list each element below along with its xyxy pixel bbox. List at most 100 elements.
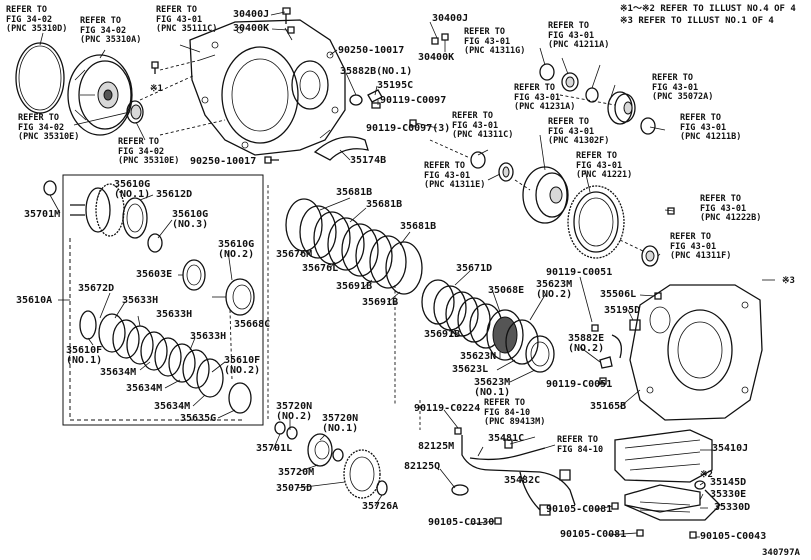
part-90119-C0051-a[interactable]: 90119-C0051: [546, 267, 613, 278]
transaxle-case: [629, 284, 763, 421]
part-35610A[interactable]: 35610A: [16, 295, 53, 306]
part-35481C[interactable]: 35481C: [488, 433, 525, 444]
ref-fig34-02-35310D[interactable]: REFER TO FIG 34-02 (PNC 35310D): [6, 5, 68, 34]
part-35330E[interactable]: 35330E: [710, 489, 747, 500]
ref-fig34-02-35310E-a[interactable]: REFER TO FIG 34-02 (PNC 35310E): [18, 113, 80, 142]
part-82125M[interactable]: 82125M: [418, 441, 455, 452]
part-35330D[interactable]: 35330D: [714, 502, 751, 513]
part-35410J[interactable]: 35410J: [712, 443, 749, 454]
sensor-parts-right: [591, 292, 662, 385]
part-35068E[interactable]: 35068E: [488, 285, 525, 296]
ref-fig43-01-41221[interactable]: REFER TO FIG 43-01 (PNC 41221): [576, 151, 633, 180]
part-35174B[interactable]: 35174B: [350, 155, 387, 166]
ref-fig43-01-41211A[interactable]: REFER TO FIG 43-01 (PNC 41211A): [548, 21, 610, 50]
part-35882B-no1[interactable]: 35882B(NO.1): [340, 66, 413, 77]
part-90105-C0043[interactable]: 90105-C0043: [700, 531, 767, 542]
part-35195C[interactable]: 35195C: [377, 80, 414, 91]
part-35668C[interactable]: 35668C: [234, 319, 271, 330]
part-35691B-a[interactable]: 35691B: [336, 281, 373, 292]
part-30400J-top[interactable]: 30400J: [233, 9, 270, 20]
part-35634M-b[interactable]: 35634M: [126, 383, 163, 394]
part-35633H-c[interactable]: 35633H: [190, 331, 227, 342]
ref-fig43-01-41311F[interactable]: REFER TO FIG 43-01 (PNC 41311F): [670, 232, 732, 261]
part-90119-C0224[interactable]: 90119-C0224: [414, 403, 481, 414]
ref-fig43-01-41231A[interactable]: REFER TO FIG 43-01 (PNC 41231A): [514, 83, 576, 112]
ref-fig43-01-35072A[interactable]: REFER TO FIG 43-01 (PNC 35072A): [652, 73, 714, 102]
snap-ring-large: [15, 42, 65, 114]
part-35633H-a[interactable]: 35633H: [122, 295, 159, 306]
piston-35612D: [122, 197, 148, 239]
part-90105-C0130[interactable]: 90105-C0130: [428, 517, 495, 528]
part-35623M-no2[interactable]: 35623M (NO.2): [536, 279, 573, 300]
part-35691B-c[interactable]: 35691B: [424, 329, 461, 340]
ref-fig43-01-41311C[interactable]: REFER TO FIG 43-01 (PNC 41311C): [452, 111, 514, 140]
ref-fig43-01-41311G[interactable]: REFER TO FIG 43-01 (PNC 41311G): [464, 27, 526, 56]
part-35701L[interactable]: 35701L: [256, 443, 293, 454]
part-35075D[interactable]: 35075D: [276, 483, 313, 494]
ref-fig34-02-35310A[interactable]: REFER TO FIG 34-02 (PNC 35310A): [80, 16, 142, 45]
part-35623L[interactable]: 35623L: [452, 364, 489, 375]
ref-fig43-01-41302F[interactable]: REFER TO FIG 43-01 (PNC 41302F): [548, 117, 610, 146]
part-35610G-no2[interactable]: 35610G (NO.2): [218, 239, 255, 260]
part-90119-C0051-b[interactable]: 90119-C0051: [546, 379, 613, 390]
part-35671D[interactable]: 35671D: [456, 263, 493, 274]
part-35882E-no2[interactable]: 35882E (NO.2): [568, 333, 605, 354]
part-35672D[interactable]: 35672D: [78, 283, 115, 294]
oring-35610G: [147, 233, 163, 253]
part-35623M-no1[interactable]: 35623M (NO.1): [474, 377, 511, 398]
part-90105-C0081-b[interactable]: 90105-C0081: [560, 529, 627, 540]
part-35634M-c[interactable]: 35634M: [154, 401, 191, 412]
part-90105-C0081-a[interactable]: 90105-C0081: [546, 504, 613, 515]
part-35145D[interactable]: 35145D: [710, 477, 747, 488]
ref-fig34-02-35310E-b[interactable]: REFER TO FIG 34-02 (PNC 35310E): [118, 137, 180, 166]
part-35610G-no1[interactable]: 35610G (NO.1): [114, 179, 151, 200]
part-90250-10017-a[interactable]: 90250-10017: [338, 45, 405, 56]
part-30400K[interactable]: 30400K: [418, 52, 455, 63]
part-90250-10017-b[interactable]: 90250-10017: [190, 156, 257, 167]
part-35691B-b[interactable]: 35691B: [362, 297, 399, 308]
part-90119-C0097-3[interactable]: 90119-C0097(3): [366, 123, 451, 134]
ref-fig43-01-41211B[interactable]: REFER TO FIG 43-01 (PNC 41211B): [680, 113, 742, 142]
note-illust-1: ※3 REFER TO ILLUST NO.1 OF 4: [620, 16, 774, 26]
ref-fig43-01-41222B[interactable]: REFER TO FIG 43-01 (PNC 41222B): [700, 194, 762, 223]
ref-fig43-01-35111C[interactable]: REFER TO FIG 43-01 (PNC 35111C): [156, 5, 218, 34]
part-30400J[interactable]: 30400J: [432, 13, 469, 24]
part-35610F-no1[interactable]: 35610F (NO.1): [66, 345, 103, 366]
part-90119-C0097[interactable]: 90119-C0097: [380, 95, 447, 106]
part-35720M[interactable]: 35720M: [278, 467, 315, 478]
part-35726A[interactable]: 35726A: [362, 501, 399, 512]
ring-gear: [567, 185, 625, 259]
part-35506L[interactable]: 35506L: [600, 289, 637, 300]
marker-star3: ※3: [782, 276, 795, 286]
part-35165B[interactable]: 35165B: [590, 401, 627, 412]
part-35623N[interactable]: 35623N: [460, 351, 497, 362]
part-35633H-b[interactable]: 35633H: [156, 309, 193, 320]
valve-body: [614, 429, 713, 483]
part-35676M[interactable]: 35676M: [276, 249, 313, 260]
part-35701M[interactable]: 35701M: [24, 209, 61, 220]
oil-strainer: [624, 480, 721, 521]
part-35603E[interactable]: 35603E: [136, 269, 173, 280]
part-35681B-a[interactable]: 35681B: [336, 187, 373, 198]
figure-id: 340797A: [762, 548, 800, 558]
bearings-top-right: [470, 63, 656, 182]
part-35681B-c[interactable]: 35681B: [400, 221, 437, 232]
part-35720N-no2[interactable]: 35720N (NO.2): [276, 401, 313, 422]
ref-fig84-10-89413M[interactable]: REFER TO FIG 84-10 (PNC 89413M): [484, 398, 546, 427]
part-35610G-no3[interactable]: 35610G (NO.3): [172, 209, 209, 230]
ref-fig84-10[interactable]: REFER TO FIG 84-10: [557, 435, 604, 455]
part-35610F-no2[interactable]: 35610F (NO.2): [224, 355, 261, 376]
part-35482C[interactable]: 35482C: [504, 475, 541, 486]
part-35676L[interactable]: 35676L: [302, 263, 339, 274]
part-35681B-b[interactable]: 35681B: [366, 199, 403, 210]
ref-fig43-01-41311E[interactable]: REFER TO FIG 43-01 (PNC 41311E): [424, 161, 486, 190]
part-35635G[interactable]: 35635G: [180, 413, 217, 424]
transaxle-housing: [189, 19, 346, 156]
part-35634M-a[interactable]: 35634M: [100, 367, 137, 378]
part-35720N-no1[interactable]: 35720N (NO.1): [322, 413, 359, 434]
part-35195D[interactable]: 35195D: [604, 305, 641, 316]
part-30400K-top[interactable]: 30400K: [233, 23, 270, 34]
part-35612D[interactable]: 35612D: [156, 189, 193, 200]
part-82125Q[interactable]: 82125Q: [404, 461, 441, 472]
